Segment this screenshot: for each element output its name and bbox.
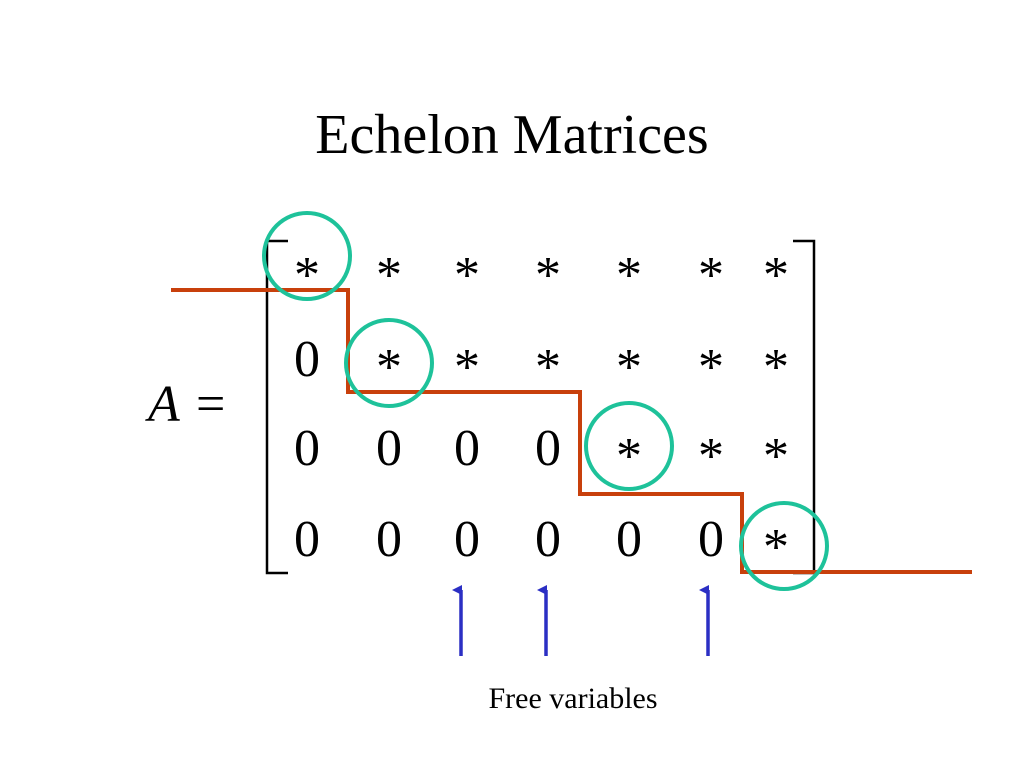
matrix-entry-r3-c2: 0: [376, 420, 402, 477]
pivot-circle-1: [262, 211, 352, 301]
matrix-entry-r4-c2: 0: [376, 511, 402, 568]
matrix-entry-r1-c2: *: [376, 247, 402, 304]
matrix-entry-r1-c5: *: [616, 247, 642, 304]
matrix-entry-r3-c7: *: [763, 428, 789, 485]
matrix-entry-r2-c2: *: [376, 339, 402, 396]
matrix-entry-r2-c3: *: [454, 339, 480, 396]
free-variables-caption: Free variables: [488, 682, 657, 715]
left-bracket: [265, 239, 288, 575]
matrix-entry-r1-c7: *: [763, 247, 789, 304]
matrix-symbol-a: A: [145, 376, 180, 433]
matrix-entry-r3-c5: *: [616, 428, 642, 485]
matrix-entry-r3-c3: 0: [454, 420, 480, 477]
pivot-circles: [262, 211, 829, 591]
equals-sign: =: [196, 376, 225, 433]
matrix-entry-r3-c4: 0: [535, 420, 561, 477]
matrix-entry-r4-c6: 0: [698, 511, 724, 568]
matrix-entry-r2-c7: *: [763, 339, 789, 396]
pivot-circle-2: [344, 318, 434, 408]
pivot-circle-3: [584, 401, 674, 491]
slide-title: Echelon Matrices: [315, 104, 709, 166]
matrix-entry-r4-c3: 0: [454, 511, 480, 568]
matrix-entry-r3-c1: 0: [294, 420, 320, 477]
matrix-entry-r1-c3: *: [454, 247, 480, 304]
matrix-entry-r4-c7: *: [763, 519, 789, 576]
matrix-entry-r1-c4: *: [535, 247, 561, 304]
matrix-entry-r4-c5: 0: [616, 511, 642, 568]
free-variable-arrows: [452, 585, 710, 656]
matrix-entry-r1-c6: *: [698, 247, 724, 304]
matrix-entry-r4-c1: 0: [294, 511, 320, 568]
matrix-entry-r2-c5: *: [616, 339, 642, 396]
matrix-entry-r3-c6: *: [698, 428, 724, 485]
matrix-entry-r2-c6: *: [698, 339, 724, 396]
matrix-entry-r4-c4: 0: [535, 511, 561, 568]
echelon-staircase-line: [171, 288, 972, 574]
matrix-entry-r2-c4: *: [535, 339, 561, 396]
right-bracket: [793, 239, 816, 575]
matrix-entry-r1-c1: *: [294, 247, 320, 304]
matrix-entry-r2-c1: 0: [294, 331, 320, 388]
pivot-circle-4: [739, 501, 829, 591]
